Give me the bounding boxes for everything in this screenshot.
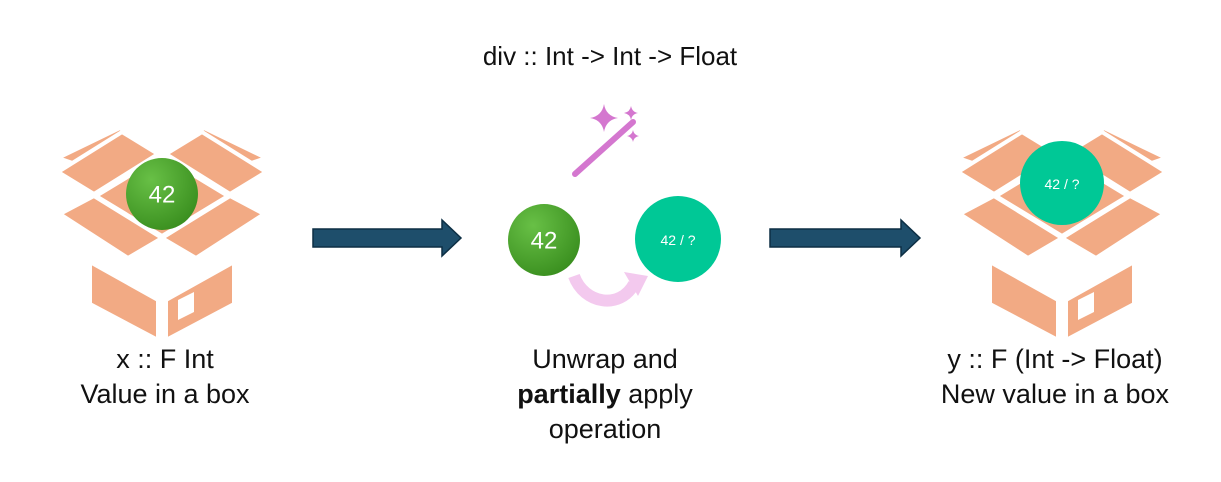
middle-caption-line2: partially apply: [455, 377, 755, 412]
left-ball-label: 42: [149, 182, 176, 209]
middle-right-ball-label: 42 / ?: [660, 232, 695, 248]
left-open-box-icon: [56, 126, 268, 342]
right-arrow-icon: [312, 218, 463, 258]
middle-caption: Unwrap and partially apply operation: [455, 342, 755, 447]
left-value-ball: 42: [126, 158, 198, 230]
middle-caption-line1: Unwrap and: [532, 344, 678, 374]
right-caption: y :: F (Int -> Float) New value in a box: [905, 342, 1205, 412]
middle-left-ball-label: 42: [531, 228, 558, 255]
left-caption-type: x :: F Int: [116, 344, 214, 374]
curved-arrow-icon: [568, 272, 648, 307]
middle-result-ball: 42 / ?: [635, 196, 721, 282]
right-arrow-icon: [769, 218, 922, 258]
right-caption-description: New value in a box: [940, 379, 1170, 410]
right-caption-type: y :: F (Int -> Float): [947, 344, 1163, 374]
function-signature: div :: Int -> Int -> Float: [482, 41, 738, 71]
right-value-ball: 42 / ?: [1020, 141, 1104, 225]
middle-input-ball: 42: [508, 204, 580, 276]
left-caption-description: Value in a box: [80, 379, 250, 410]
magic-wand-icon: [572, 104, 639, 177]
middle-caption-line3: operation: [548, 414, 662, 445]
left-caption: x :: F Int Value in a box: [30, 342, 300, 412]
middle-caption-bold: partially: [517, 379, 621, 410]
right-ball-label: 42 / ?: [1044, 176, 1079, 192]
middle-caption-rest: apply: [620, 379, 693, 410]
